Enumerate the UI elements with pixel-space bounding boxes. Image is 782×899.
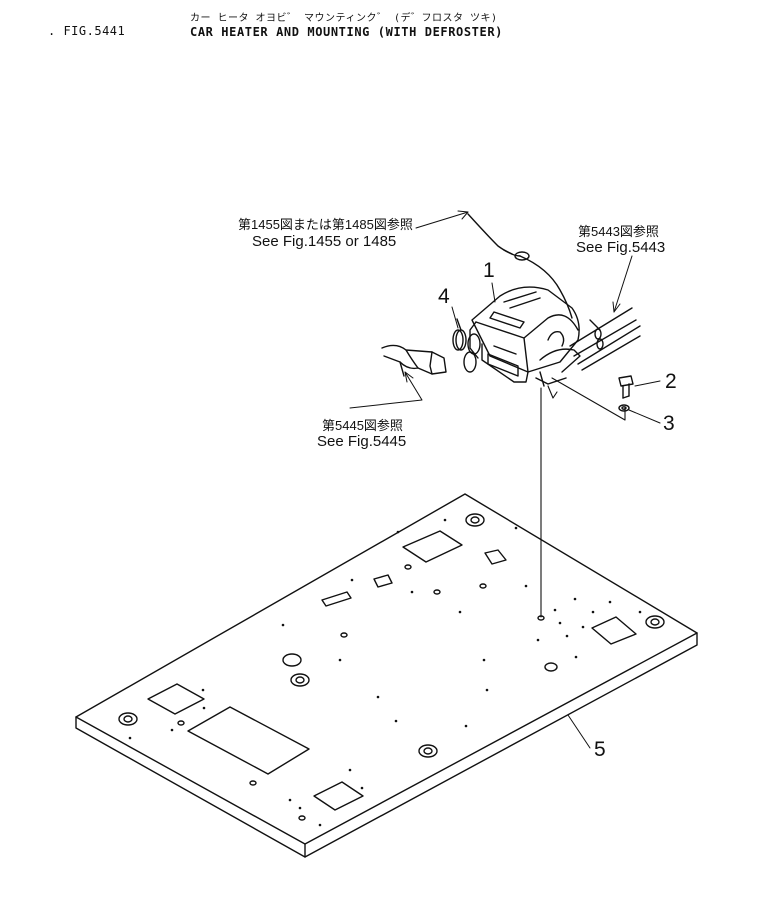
callout-part-2: 2 (665, 370, 677, 393)
reference-fig-5443-en: See Fig.5443 (576, 239, 666, 256)
callout-part-3: 3 (663, 412, 675, 435)
assembly-lines (540, 377, 626, 618)
leader-lines (349, 210, 661, 749)
figure-number: . FIG.5441 (48, 24, 126, 38)
reference-fig-1455-jp: 第1455図または第1485図参照 (238, 217, 413, 232)
car-heater-unit (463, 286, 581, 387)
callout-part-1: 1 (483, 259, 495, 282)
reference-fig-5445-jp: 第5445図参照 (322, 418, 403, 433)
control-cable (467, 213, 573, 319)
bolt-part-2 (618, 375, 634, 399)
washer-part-3 (618, 404, 630, 412)
reference-fig-5443-jp: 第5443図参照 (578, 224, 659, 239)
duct-cap-part-4 (452, 318, 467, 351)
floor-plate (75, 493, 698, 858)
heater-pipes (569, 307, 641, 371)
callout-part-4: 4 (438, 285, 450, 308)
figure-title-english: CAR HEATER AND MOUNTING (WITH DEFROSTER) (190, 25, 503, 39)
reference-fig-1455-en: See Fig.1455 or 1485 (252, 233, 397, 250)
callout-part-5: 5 (594, 738, 606, 761)
figure-title-japanese: カー ヒータ オヨビ゛ マウンティンク゛ (デ゛フロスタ ツキ) (190, 13, 498, 24)
defroster-duct (381, 344, 447, 377)
floor-plate-holes (128, 518, 642, 827)
reference-fig-5445-en: See Fig.5445 (317, 433, 407, 450)
